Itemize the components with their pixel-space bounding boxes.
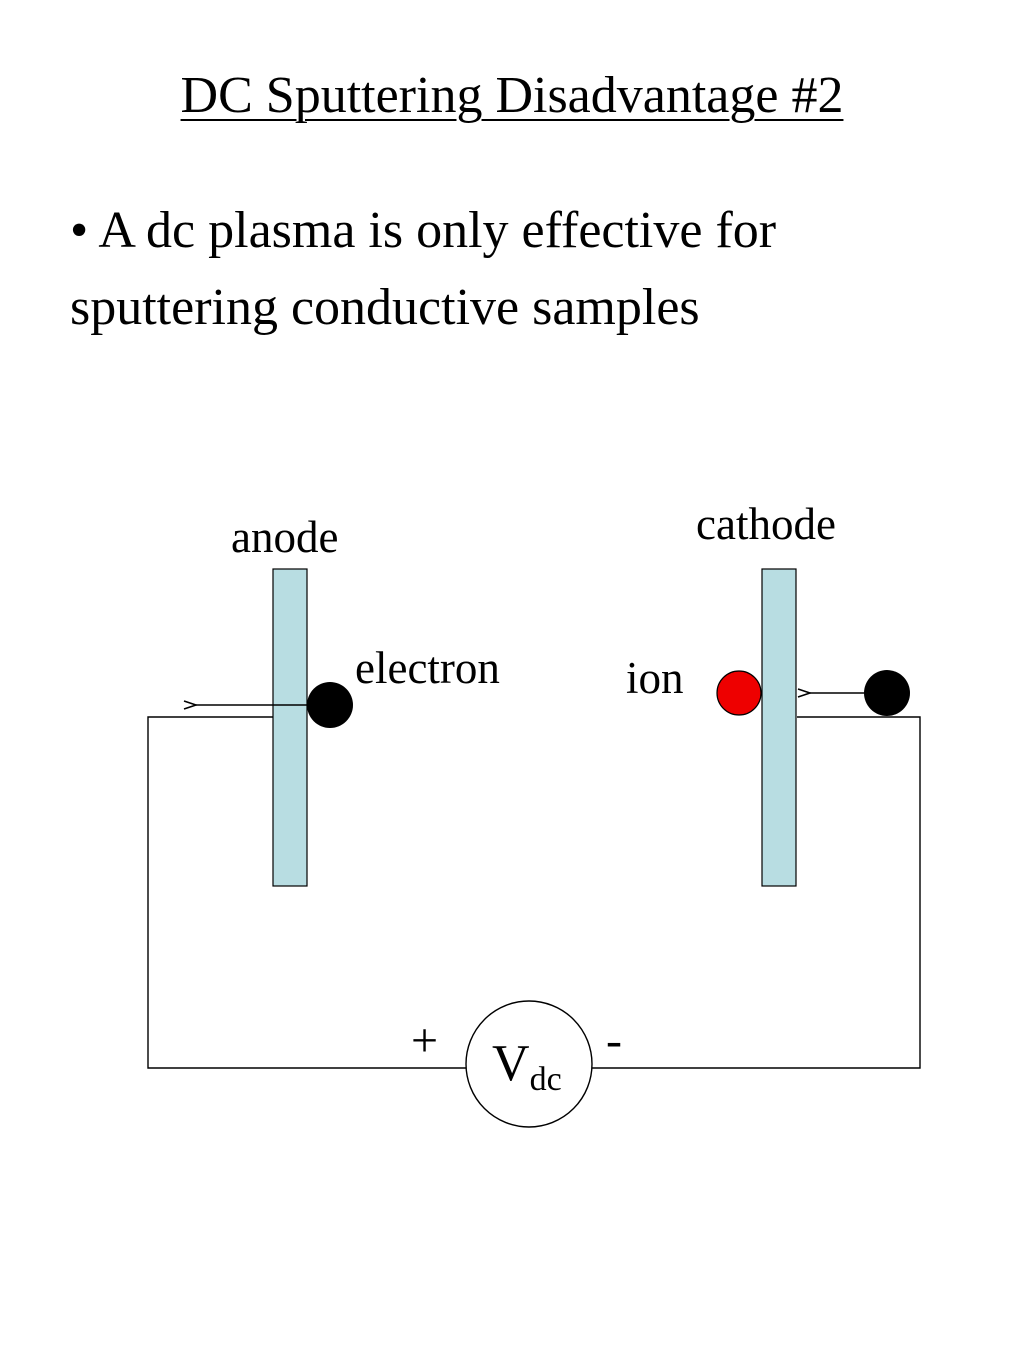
electron-particle bbox=[307, 682, 353, 728]
circuit-wire-left bbox=[147, 716, 466, 1069]
cathode-label: cathode bbox=[696, 499, 836, 549]
anode-label: anode bbox=[231, 512, 338, 562]
electron-label: electron bbox=[355, 643, 500, 693]
bullet-point: • A dc plasma is only effective for sput… bbox=[70, 192, 970, 346]
bullet-text: A dc plasma is only effective for sputte… bbox=[70, 202, 777, 336]
ion-label: ion bbox=[626, 653, 684, 703]
voltage-source-label: Vdc bbox=[492, 1035, 562, 1098]
ion-particle bbox=[716, 670, 762, 716]
plus-terminal-label: + bbox=[411, 1014, 438, 1067]
bullet-marker: • bbox=[70, 202, 89, 259]
cathode-electron-particle bbox=[864, 670, 910, 716]
voltage-source bbox=[465, 1000, 593, 1128]
circuit-wire-right bbox=[592, 716, 921, 1069]
slide-title: DC Sputtering Disadvantage #2 bbox=[180, 67, 844, 124]
cathode-plate bbox=[761, 568, 797, 887]
minus-terminal-label: - bbox=[606, 1014, 622, 1067]
voltage-subscript: dc bbox=[530, 1061, 562, 1098]
anode-plate bbox=[272, 568, 308, 887]
voltage-symbol: V bbox=[492, 1035, 530, 1092]
